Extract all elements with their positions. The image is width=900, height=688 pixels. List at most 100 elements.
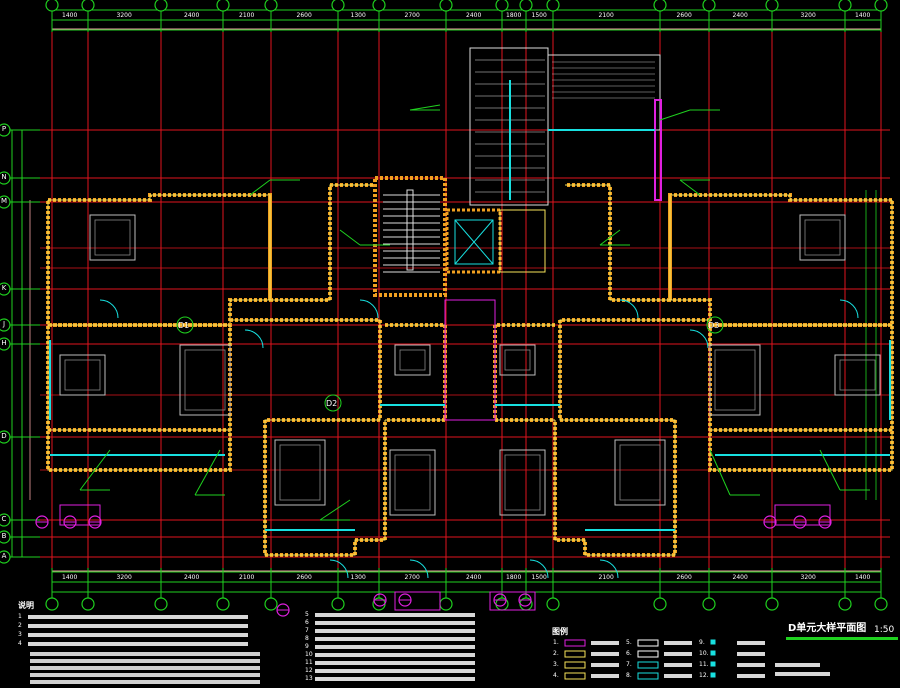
furniture-detail xyxy=(839,359,876,391)
axis-label-h: H xyxy=(1,339,7,347)
legend-symbol xyxy=(710,672,716,678)
dimension-label: 1800 xyxy=(506,12,522,19)
legend-symbol xyxy=(637,650,659,658)
axis-bubble-top xyxy=(495,0,509,12)
legend-symbol xyxy=(710,639,716,645)
note-text-line xyxy=(315,669,475,673)
furniture-detail xyxy=(94,219,131,256)
dimension-label: 3200 xyxy=(116,12,132,19)
axis-label-n: N xyxy=(1,173,7,181)
axis-bubble-left xyxy=(0,430,11,444)
note-text-line xyxy=(315,677,475,681)
wall xyxy=(668,193,894,327)
note-number: 3 xyxy=(18,631,22,638)
axis-bubble-bottom xyxy=(702,597,716,611)
note-text-line xyxy=(28,615,248,619)
elevator-shaft-wall xyxy=(445,208,502,274)
furniture xyxy=(834,354,881,396)
wall xyxy=(708,323,894,472)
legend-text-line xyxy=(591,641,619,645)
legend-item-number: 1. xyxy=(553,639,559,646)
dimension-label: 1400 xyxy=(62,12,78,19)
legend-item-number: 9. xyxy=(699,639,705,646)
dimension-label: 3200 xyxy=(800,574,816,581)
axis-bubble-top xyxy=(439,0,453,12)
note-subitem-line xyxy=(30,652,260,656)
wall-core xyxy=(709,324,893,471)
note-number: 4 xyxy=(18,640,22,647)
note-text-line xyxy=(28,624,248,628)
dimension-label: 2700 xyxy=(404,574,420,581)
wall-core xyxy=(554,319,710,556)
wall-core xyxy=(47,194,271,326)
axis-bubble-bottom xyxy=(81,597,95,611)
furniture xyxy=(274,439,326,506)
legend-item-number: 4. xyxy=(553,672,559,679)
wall-core xyxy=(47,324,231,471)
wall-core xyxy=(230,319,386,556)
door-swing xyxy=(599,559,619,579)
legend-text-line xyxy=(737,663,765,667)
legend-symbol xyxy=(637,639,659,647)
dimension-label: 1300 xyxy=(350,12,366,19)
legend-symbol xyxy=(564,650,586,658)
dimension-label: 2400 xyxy=(466,574,482,581)
door-swing xyxy=(329,559,349,579)
magenta-callout xyxy=(774,504,831,526)
notes-heading: 说明 xyxy=(18,601,34,610)
note-number: 13 xyxy=(305,675,313,682)
furniture-detail xyxy=(504,349,531,371)
dimension-label: 2600 xyxy=(296,12,312,19)
dimension-label: 1400 xyxy=(62,574,78,581)
axis-label-p: P xyxy=(1,125,7,133)
axis-bubble-top xyxy=(653,0,667,12)
door-swing xyxy=(619,299,639,319)
dimension-label: 2100 xyxy=(239,12,255,19)
door-swing xyxy=(839,299,859,319)
title-underline xyxy=(786,637,898,640)
door-swing xyxy=(689,329,709,349)
axis-bubble-top xyxy=(702,0,716,12)
legend-text-line xyxy=(664,641,692,645)
axis-label-b: B xyxy=(1,532,7,540)
leader-line xyxy=(599,229,621,246)
axis-bubble-top xyxy=(154,0,168,12)
axis-bubble-top xyxy=(216,0,230,12)
dimension-label: 1800 xyxy=(506,574,522,581)
note-number: 8 xyxy=(305,635,309,642)
wall xyxy=(46,193,272,327)
unit-bubble xyxy=(324,394,342,412)
drawing-ref-line xyxy=(775,663,820,667)
stair-handrail xyxy=(406,189,414,271)
magenta-callout xyxy=(394,591,441,611)
magenta-callout xyxy=(59,504,101,526)
furniture xyxy=(89,214,136,261)
upper-wall-magenta xyxy=(654,99,662,201)
furniture-detail xyxy=(394,454,431,511)
legend-item-number: 10. xyxy=(699,650,709,657)
legend-text-line xyxy=(737,674,765,678)
axis-bubble-top xyxy=(546,0,560,12)
unit-bubble xyxy=(176,316,194,334)
shaft xyxy=(499,209,546,273)
axis-bubble-top xyxy=(372,0,386,12)
door-swing xyxy=(409,559,429,579)
furniture-detail xyxy=(184,349,226,411)
furniture xyxy=(499,449,546,516)
legend-text-line xyxy=(664,652,692,656)
axis-bubble-left xyxy=(0,318,11,332)
axis-bubble-left xyxy=(0,550,11,564)
note-number: 12 xyxy=(305,667,313,674)
dimension-label: 2400 xyxy=(732,574,748,581)
axis-label-j: J xyxy=(2,320,6,328)
door-swing xyxy=(529,559,549,579)
note-text-line xyxy=(315,629,475,633)
legend-text-line xyxy=(664,674,692,678)
upper-balcony xyxy=(547,54,661,131)
wall-core xyxy=(565,184,671,301)
furniture xyxy=(394,344,431,376)
legend-symbol xyxy=(710,650,716,656)
axis-bubble-left xyxy=(0,123,11,137)
axis-label-d: D xyxy=(1,432,7,440)
